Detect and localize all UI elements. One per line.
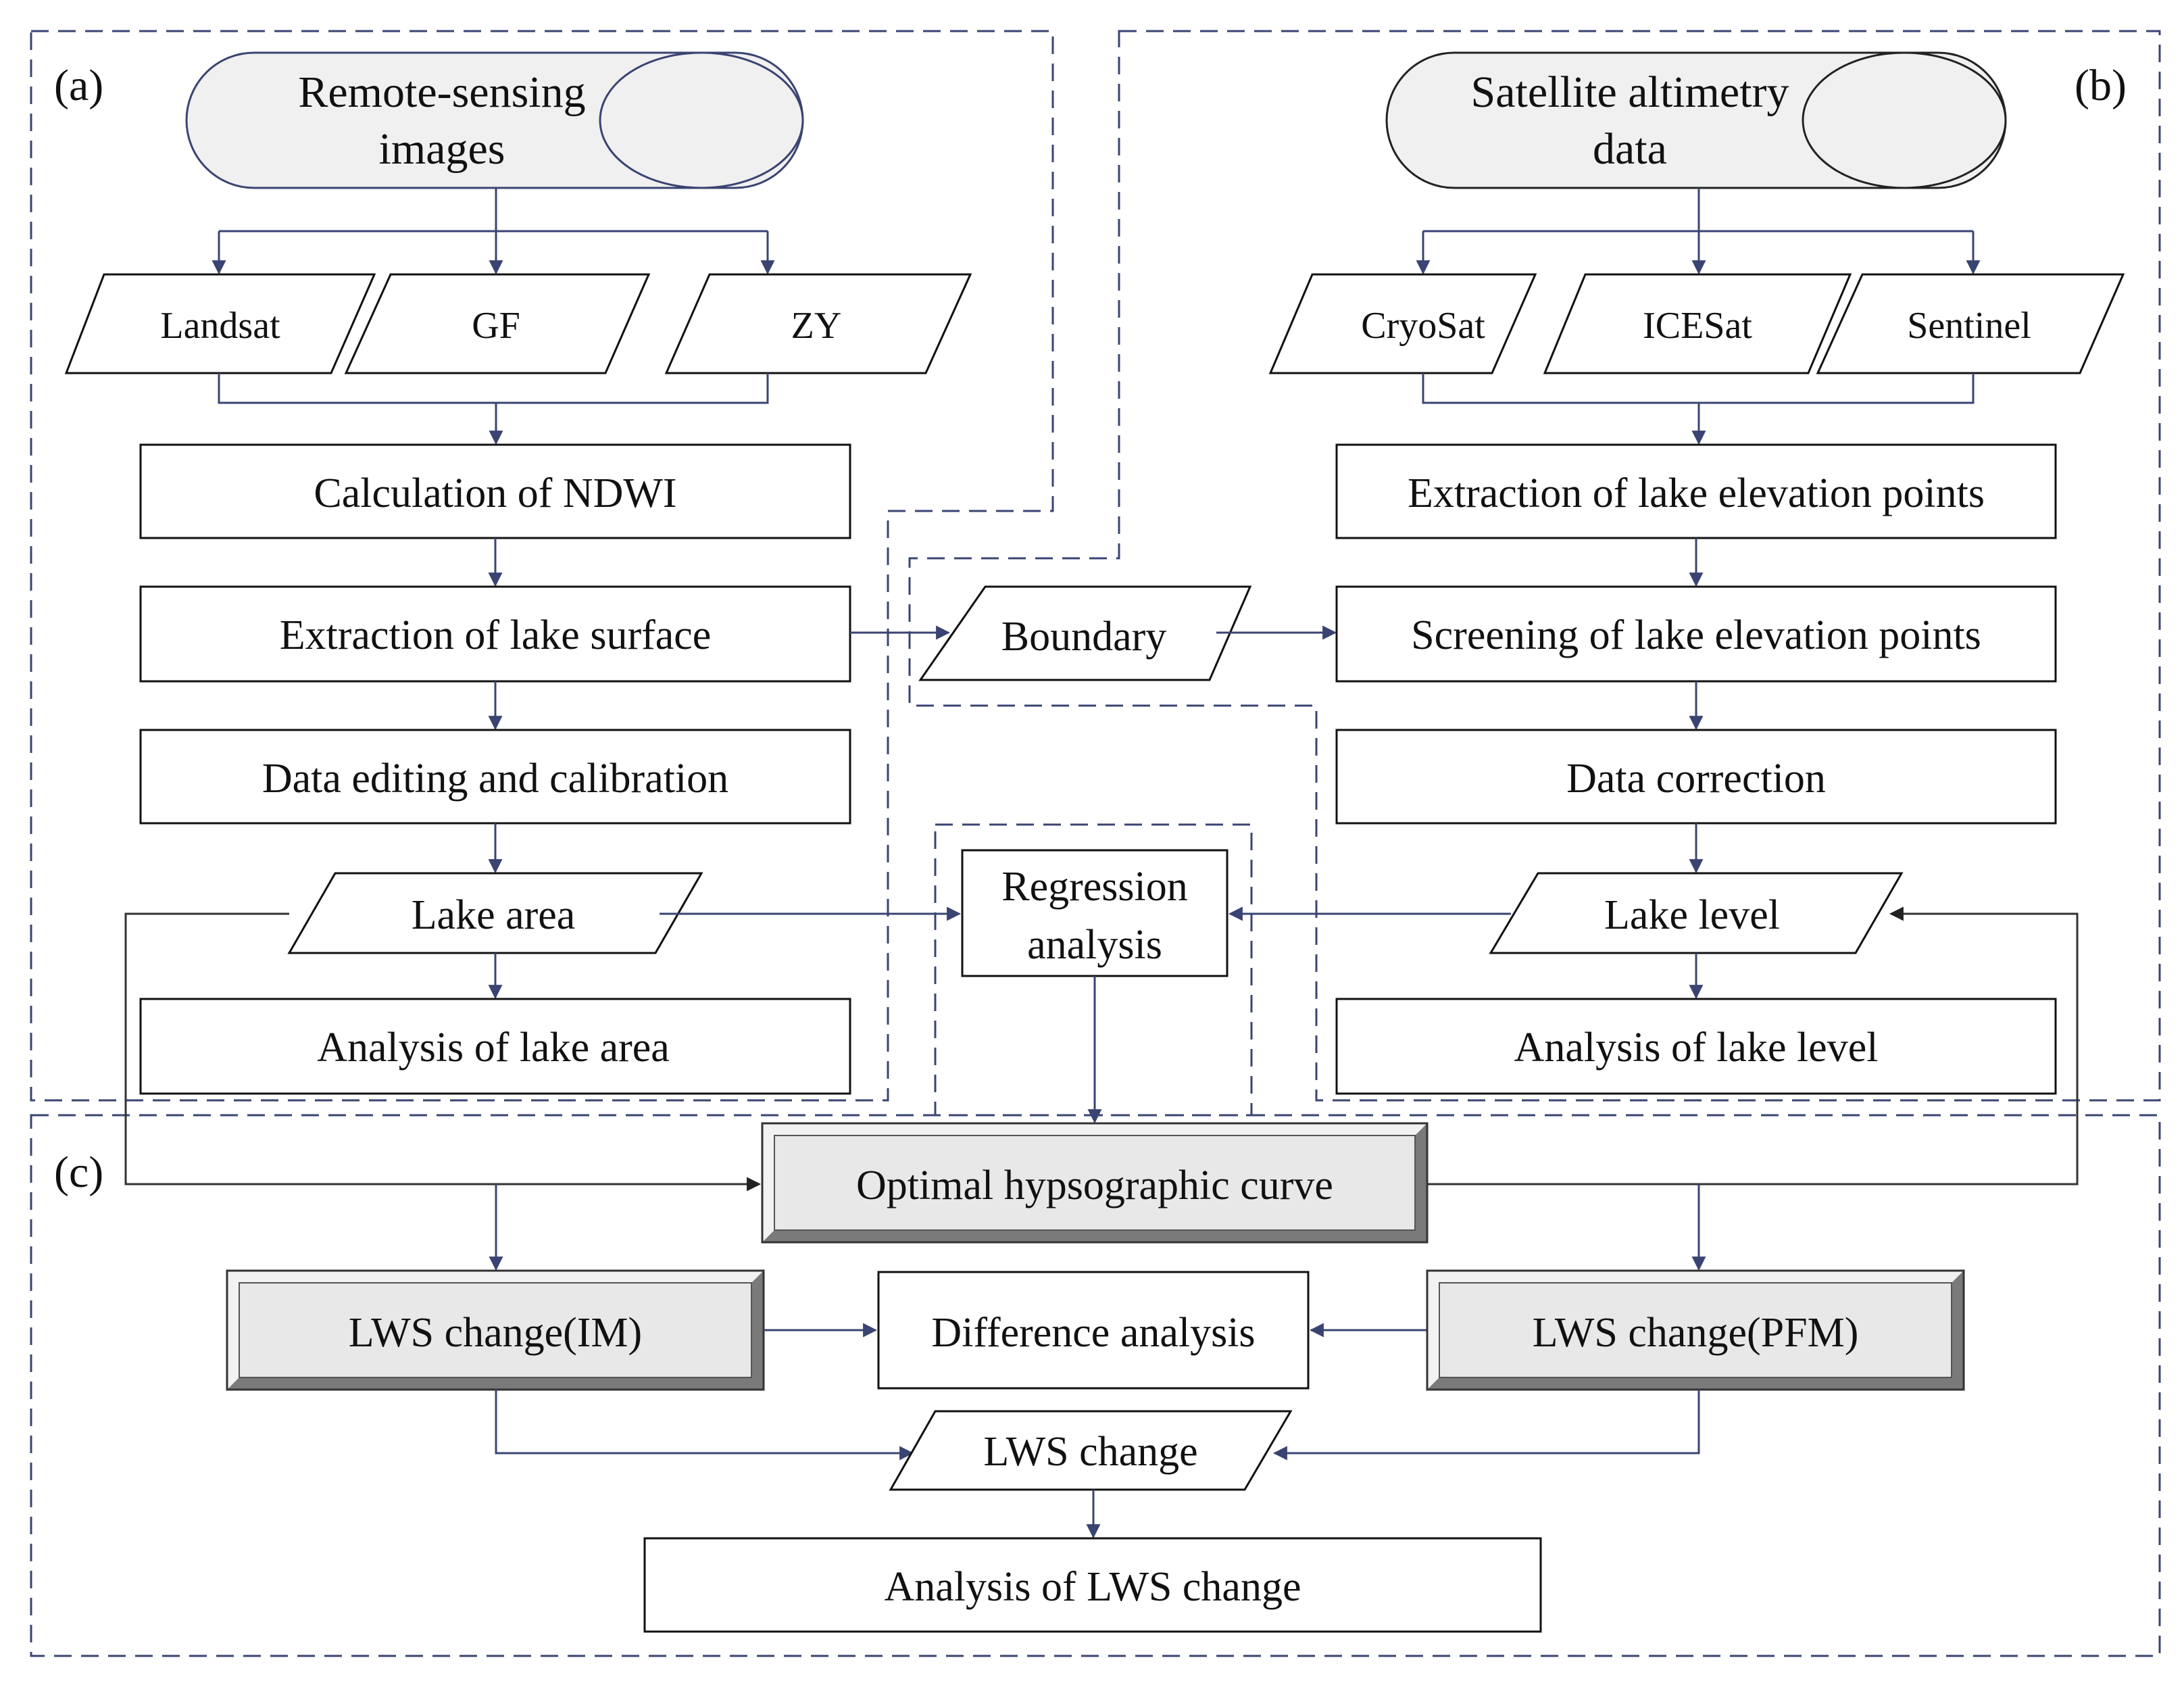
svg-text:LWS change(IM): LWS change(IM) [349,1310,642,1356]
source-altimetry: Satellite altimetry data [1385,51,2007,189]
panel-label-c: (c) [54,1148,103,1197]
boundary: Boundary [918,585,1252,681]
step-elevation-screening: Screening of lake elevation points [1335,585,2057,683]
input-landsat: Landsat [64,273,376,374]
source-remote-sensing-line1: Remote-sensing [298,68,585,117]
svg-text:analysis: analysis [1027,922,1162,968]
step-level-analysis: Analysis of lake level [1335,998,2057,1095]
svg-text:Analysis of LWS change: Analysis of LWS change [885,1564,1301,1610]
lake-area: Lake area [287,872,703,954]
source-altimetry-line2: data [1593,124,1667,174]
svg-text:LWS change(PFM): LWS change(PFM) [1533,1310,1859,1356]
svg-text:Data correction: Data correction [1566,756,1826,802]
optimal-hypsographic-curve: Optimal hypsographic curve [761,1122,1429,1244]
source-altimetry-line1: Satellite altimetry [1470,68,1789,117]
svg-text:ICESat: ICESat [1643,305,1752,347]
svg-text:GF: GF [472,305,520,347]
svg-text:Analysis of lake area: Analysis of lake area [317,1025,670,1071]
source-remote-sensing: Remote-sensing images [185,51,804,189]
regression-analysis: Regression analysis [961,849,1228,977]
svg-text:Calculation of NDWI: Calculation of NDWI [314,470,676,516]
step-elevation-extraction: Extraction of lake elevation points [1335,443,2057,539]
svg-text:Optimal hypsographic curve: Optimal hypsographic curve [856,1163,1333,1208]
svg-text:ZY: ZY [791,305,842,347]
lws-change-im: LWS change(IM) [226,1269,765,1391]
difference-analysis: Difference analysis [877,1271,1310,1390]
lws-change-pfm: LWS change(PFM) [1426,1269,1965,1391]
svg-text:Data editing and calibration: Data editing and calibration [262,756,728,802]
input-icesat: ICESat [1543,273,1852,374]
svg-text:Lake level: Lake level [1604,892,1780,938]
region-b-frame [908,30,2161,1102]
svg-text:Lake area: Lake area [412,892,576,938]
step-data-correction: Data correction [1335,729,2057,825]
svg-text:Extraction of lake elevation p: Extraction of lake elevation points [1408,470,1985,516]
svg-text:Boundary: Boundary [1001,614,1167,660]
svg-text:LWS change: LWS change [983,1429,1197,1475]
region-c-frame [30,1114,2161,1657]
svg-text:Regression: Regression [1001,864,1188,910]
panel-label-a: (a) [54,61,103,110]
lws-change-analysis: Analysis of LWS change [643,1537,1542,1633]
step-lake-surface: Extraction of lake surface [139,585,851,683]
step-ndwi: Calculation of NDWI [139,443,851,539]
lws-change: LWS change [889,1410,1293,1491]
svg-text:Sentinel: Sentinel [1907,305,2031,347]
input-sentinel: Sentinel [1816,273,2125,374]
svg-text:Landsat: Landsat [160,305,280,347]
svg-text:Screening of lake elevation p: Screening of lake elevation points [1411,612,1981,658]
input-zy: ZY [664,273,972,374]
region-a-frame [30,30,1054,1102]
step-area-analysis: Analysis of lake area [139,998,851,1095]
svg-text:CryoSat: CryoSat [1361,305,1485,347]
step-data-editing: Data editing and calibration [139,729,851,825]
svg-text:Extraction of lake surface: Extraction of lake surface [280,612,712,658]
svg-text:Analysis of lake level: Analysis of lake level [1514,1025,1879,1071]
panel-label-b: (b) [2075,61,2127,110]
input-gf: GF [344,273,651,374]
lake-level: Lake level [1489,872,1904,954]
source-remote-sensing-line2: images [379,124,505,174]
svg-text:Difference analysis: Difference analysis [931,1310,1255,1356]
input-cryosat: CryoSat [1268,273,1537,374]
